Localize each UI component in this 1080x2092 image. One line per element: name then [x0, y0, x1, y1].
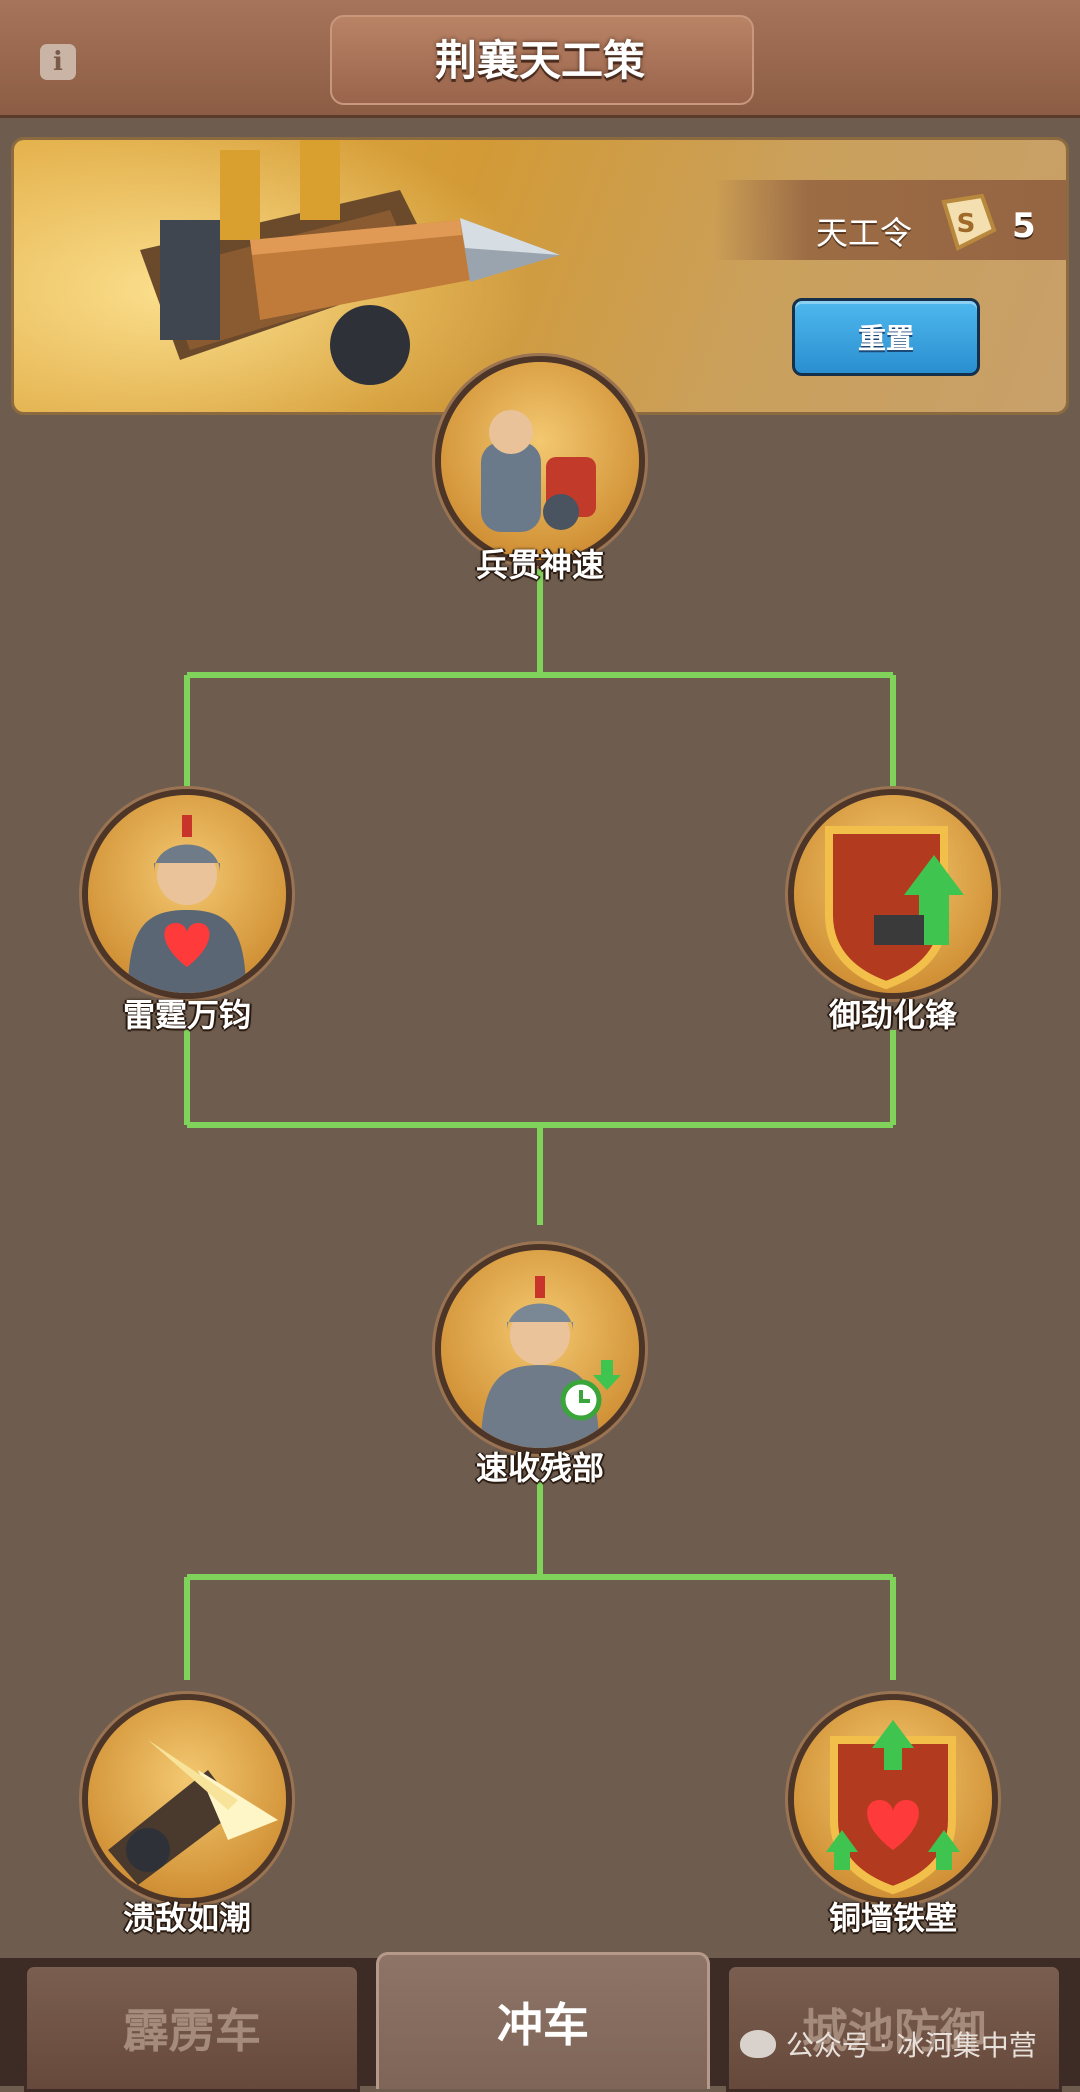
skill-label: 雷霆万钧 [122, 996, 251, 1034]
skill-node-shield-heart[interactable] [794, 1700, 992, 1898]
skill-node-soldier-heart[interactable] [88, 795, 286, 993]
troop-speed-icon [481, 410, 596, 532]
soldier-clock-icon [481, 1276, 621, 1448]
skill-label: 铜墙铁壁 [828, 1899, 957, 1937]
tab-catapult[interactable]: 霹雳车 [24, 1964, 360, 2092]
skill-label: 溃敌如潮 [122, 1899, 251, 1937]
watermark-text: 公众号 · 冰河集中营 [786, 2029, 1037, 2062]
token-icon: S [941, 193, 997, 251]
tab-battering-ram[interactable]: 冲车 [376, 1952, 710, 2089]
reset-button[interactable]: 重置 [792, 298, 980, 376]
wechat-icon [740, 2030, 776, 2058]
tab-city-defense[interactable]: 城池防御 [726, 1964, 1062, 2092]
svg-text:S: S [957, 209, 976, 239]
page-title: 荆襄天工策 [434, 36, 645, 85]
title-plate [330, 15, 754, 105]
skill-label: 御劲化锋 [828, 996, 957, 1034]
info-icon[interactable]: i [40, 44, 76, 80]
skill-node-troop-speed[interactable] [441, 362, 639, 560]
skill-label: 速收残部 [475, 1449, 604, 1487]
currency-strip [714, 180, 1066, 260]
currency-label: 天工令 [816, 214, 913, 252]
currency-count: 5 [1012, 206, 1036, 246]
ram-strike-icon [108, 1740, 278, 1885]
skill-node-ram-strike[interactable] [88, 1700, 286, 1898]
header-bar: 荆襄天工策 i [0, 0, 1080, 118]
tree-connectors [184, 560, 896, 1680]
skill-tree: 兵贯神速 雷霆万钧 御劲化锋 速收残部 [0, 362, 1080, 1950]
soldier-heart-icon [128, 815, 246, 993]
battering-ram-art [140, 140, 560, 385]
category-tabbar: 霹雳车 冲车 城池防御 [0, 1952, 1080, 2092]
shield-arrow-icon [825, 826, 964, 990]
skill-label: 兵贯神速 [475, 546, 604, 584]
shield-heart-icon [826, 1720, 960, 1895]
skill-node-soldier-clock[interactable] [441, 1250, 639, 1448]
watermark: 公众号 · 冰河集中营 [740, 2024, 1037, 2064]
skill-node-shield-arrow[interactable] [794, 795, 992, 993]
